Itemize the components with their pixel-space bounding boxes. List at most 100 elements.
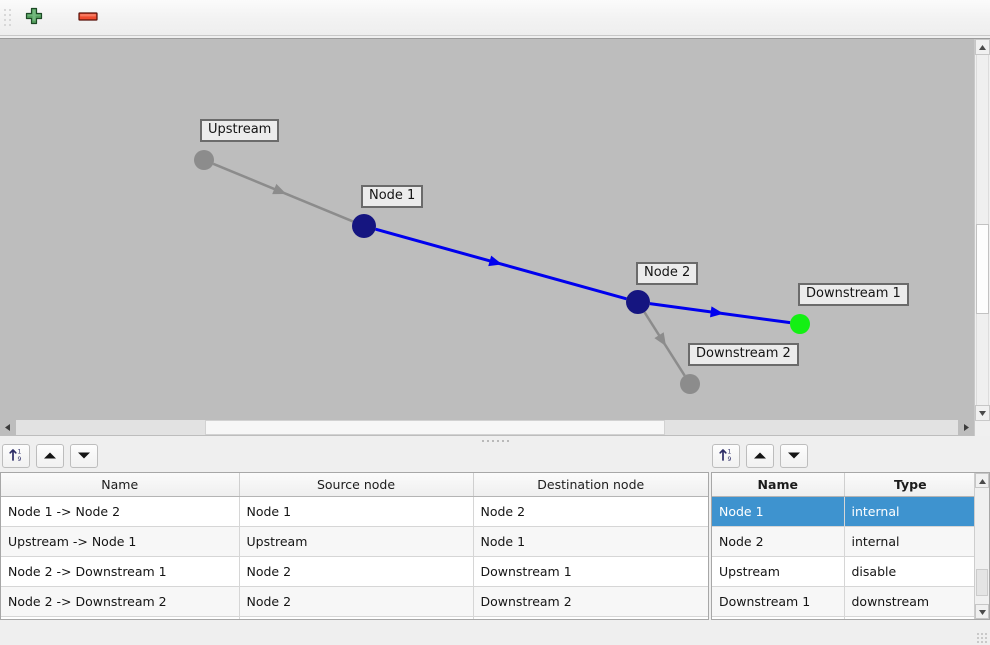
table-cell[interactable]: disable — [844, 556, 976, 587]
table-cell[interactable]: Node 2 — [239, 556, 474, 587]
column-header-type[interactable]: Type — [844, 473, 976, 497]
scrollbar-track-upper[interactable] — [976, 55, 989, 224]
graph-node-node2[interactable] — [626, 290, 650, 314]
scrollbar-thumb[interactable] — [976, 569, 988, 596]
graph-node-label-downstream2[interactable]: Downstream 2 — [688, 343, 799, 366]
table-cell[interactable]: Node 2 — [712, 526, 845, 557]
table-cell[interactable]: Downstream 2 — [473, 586, 708, 617]
scroll-up-button[interactable] — [975, 39, 990, 55]
add-button[interactable] — [19, 4, 49, 32]
table-cell[interactable]: Node 1 -> Node 2 — [1, 496, 240, 527]
table-cell[interactable]: Upstream -> Node 1 — [1, 526, 240, 557]
graph-node-downstream1[interactable] — [790, 314, 810, 334]
table-empty-row[interactable] — [1, 616, 708, 619]
table-cell[interactable]: Node 2 — [473, 496, 708, 527]
column-header-source-node[interactable]: Source node — [239, 473, 474, 497]
graph-horizontal-scrollbar[interactable] — [0, 420, 974, 436]
svg-text:1: 1 — [17, 449, 21, 456]
triangle-up-icon — [753, 449, 767, 463]
scroll-up-button[interactable] — [975, 473, 989, 488]
table-cell[interactable]: Node 1 — [712, 496, 845, 527]
plus-icon — [24, 6, 44, 29]
triangle-left-icon — [4, 421, 11, 435]
node-table-scrollbar[interactable] — [974, 473, 989, 619]
graph-node-downstream2[interactable] — [680, 374, 700, 394]
table-cell[interactable] — [712, 616, 845, 619]
table-cell[interactable]: internal — [844, 526, 976, 557]
remove-button[interactable] — [73, 4, 103, 32]
graph-node-node1[interactable] — [352, 214, 376, 238]
table-cell[interactable]: downstream — [844, 586, 976, 617]
table-cell[interactable] — [1, 616, 240, 619]
graph-edges-layer — [194, 150, 810, 394]
table-cell[interactable]: Node 2 -> Downstream 2 — [1, 586, 240, 617]
table-cell[interactable]: Downstream 1 — [712, 586, 845, 617]
scroll-left-button[interactable] — [0, 420, 15, 435]
edge-sort-button[interactable]: 1 9 — [2, 444, 30, 468]
graph-node-label-upstream[interactable]: Upstream — [200, 119, 280, 142]
table-empty-row[interactable] — [712, 616, 976, 619]
graph-node-label-node1[interactable]: Node 1 — [361, 185, 424, 208]
node-move-down-button[interactable] — [780, 444, 808, 468]
edge-move-up-button[interactable] — [36, 444, 64, 468]
graph-vertical-scrollbar[interactable] — [974, 39, 990, 421]
table-cell[interactable]: Upstream — [712, 556, 845, 587]
table-cell[interactable] — [473, 616, 708, 619]
graph-node-upstream[interactable] — [194, 150, 214, 170]
table-cell[interactable]: Node 1 — [239, 496, 474, 527]
table-cell[interactable]: internal — [844, 496, 976, 527]
scrollbar-thumb[interactable] — [976, 224, 989, 314]
node-table-toolbar: 1 9 — [712, 443, 814, 469]
triangle-down-icon — [77, 449, 91, 463]
graph-node-label-downstream1[interactable]: Downstream 1 — [798, 283, 909, 306]
table-cell[interactable] — [239, 616, 474, 619]
column-header-destination-node[interactable]: Destination node — [473, 473, 708, 497]
table-cell[interactable]: Downstream 1 — [473, 556, 708, 587]
table-cell[interactable]: Node 1 — [473, 526, 708, 557]
panel-splitter[interactable] — [0, 436, 990, 445]
triangle-right-icon — [963, 421, 970, 435]
status-bar — [0, 621, 990, 645]
scrollbar-track-lower[interactable] — [976, 314, 989, 405]
splitter-grip — [481, 439, 509, 442]
table-cell[interactable]: Node 2 -> Downstream 1 — [1, 556, 240, 587]
table-cell[interactable]: Upstream — [239, 526, 474, 557]
toolbar-drag-handle[interactable] — [3, 7, 13, 29]
main-toolbar — [0, 0, 990, 36]
sort-ascending-icon: 1 9 — [8, 446, 25, 466]
column-header-name[interactable]: Name — [712, 473, 845, 497]
triangle-up-icon — [978, 474, 987, 488]
table-cell[interactable] — [844, 616, 976, 619]
scroll-right-button[interactable] — [959, 420, 974, 435]
resize-grip[interactable] — [977, 633, 988, 644]
graph-edge-arrow-node2-downstream2 — [654, 332, 667, 347]
svg-text:9: 9 — [17, 456, 21, 463]
scroll-down-button[interactable] — [975, 405, 990, 421]
table-cell[interactable]: Node 2 — [239, 586, 474, 617]
horizontal-scroll-thumb[interactable] — [205, 420, 665, 435]
scroll-down-button[interactable] — [975, 604, 989, 619]
node-move-up-button[interactable] — [746, 444, 774, 468]
graph-node-label-node2[interactable]: Node 2 — [636, 262, 699, 285]
horizontal-scroll-track[interactable] — [16, 420, 958, 435]
sort-ascending-icon: 1 9 — [718, 446, 735, 466]
column-header-name[interactable]: Name — [1, 473, 240, 497]
edge-move-down-button[interactable] — [70, 444, 98, 468]
triangle-down-icon — [978, 406, 987, 420]
node-sort-button[interactable]: 1 9 — [712, 444, 740, 468]
